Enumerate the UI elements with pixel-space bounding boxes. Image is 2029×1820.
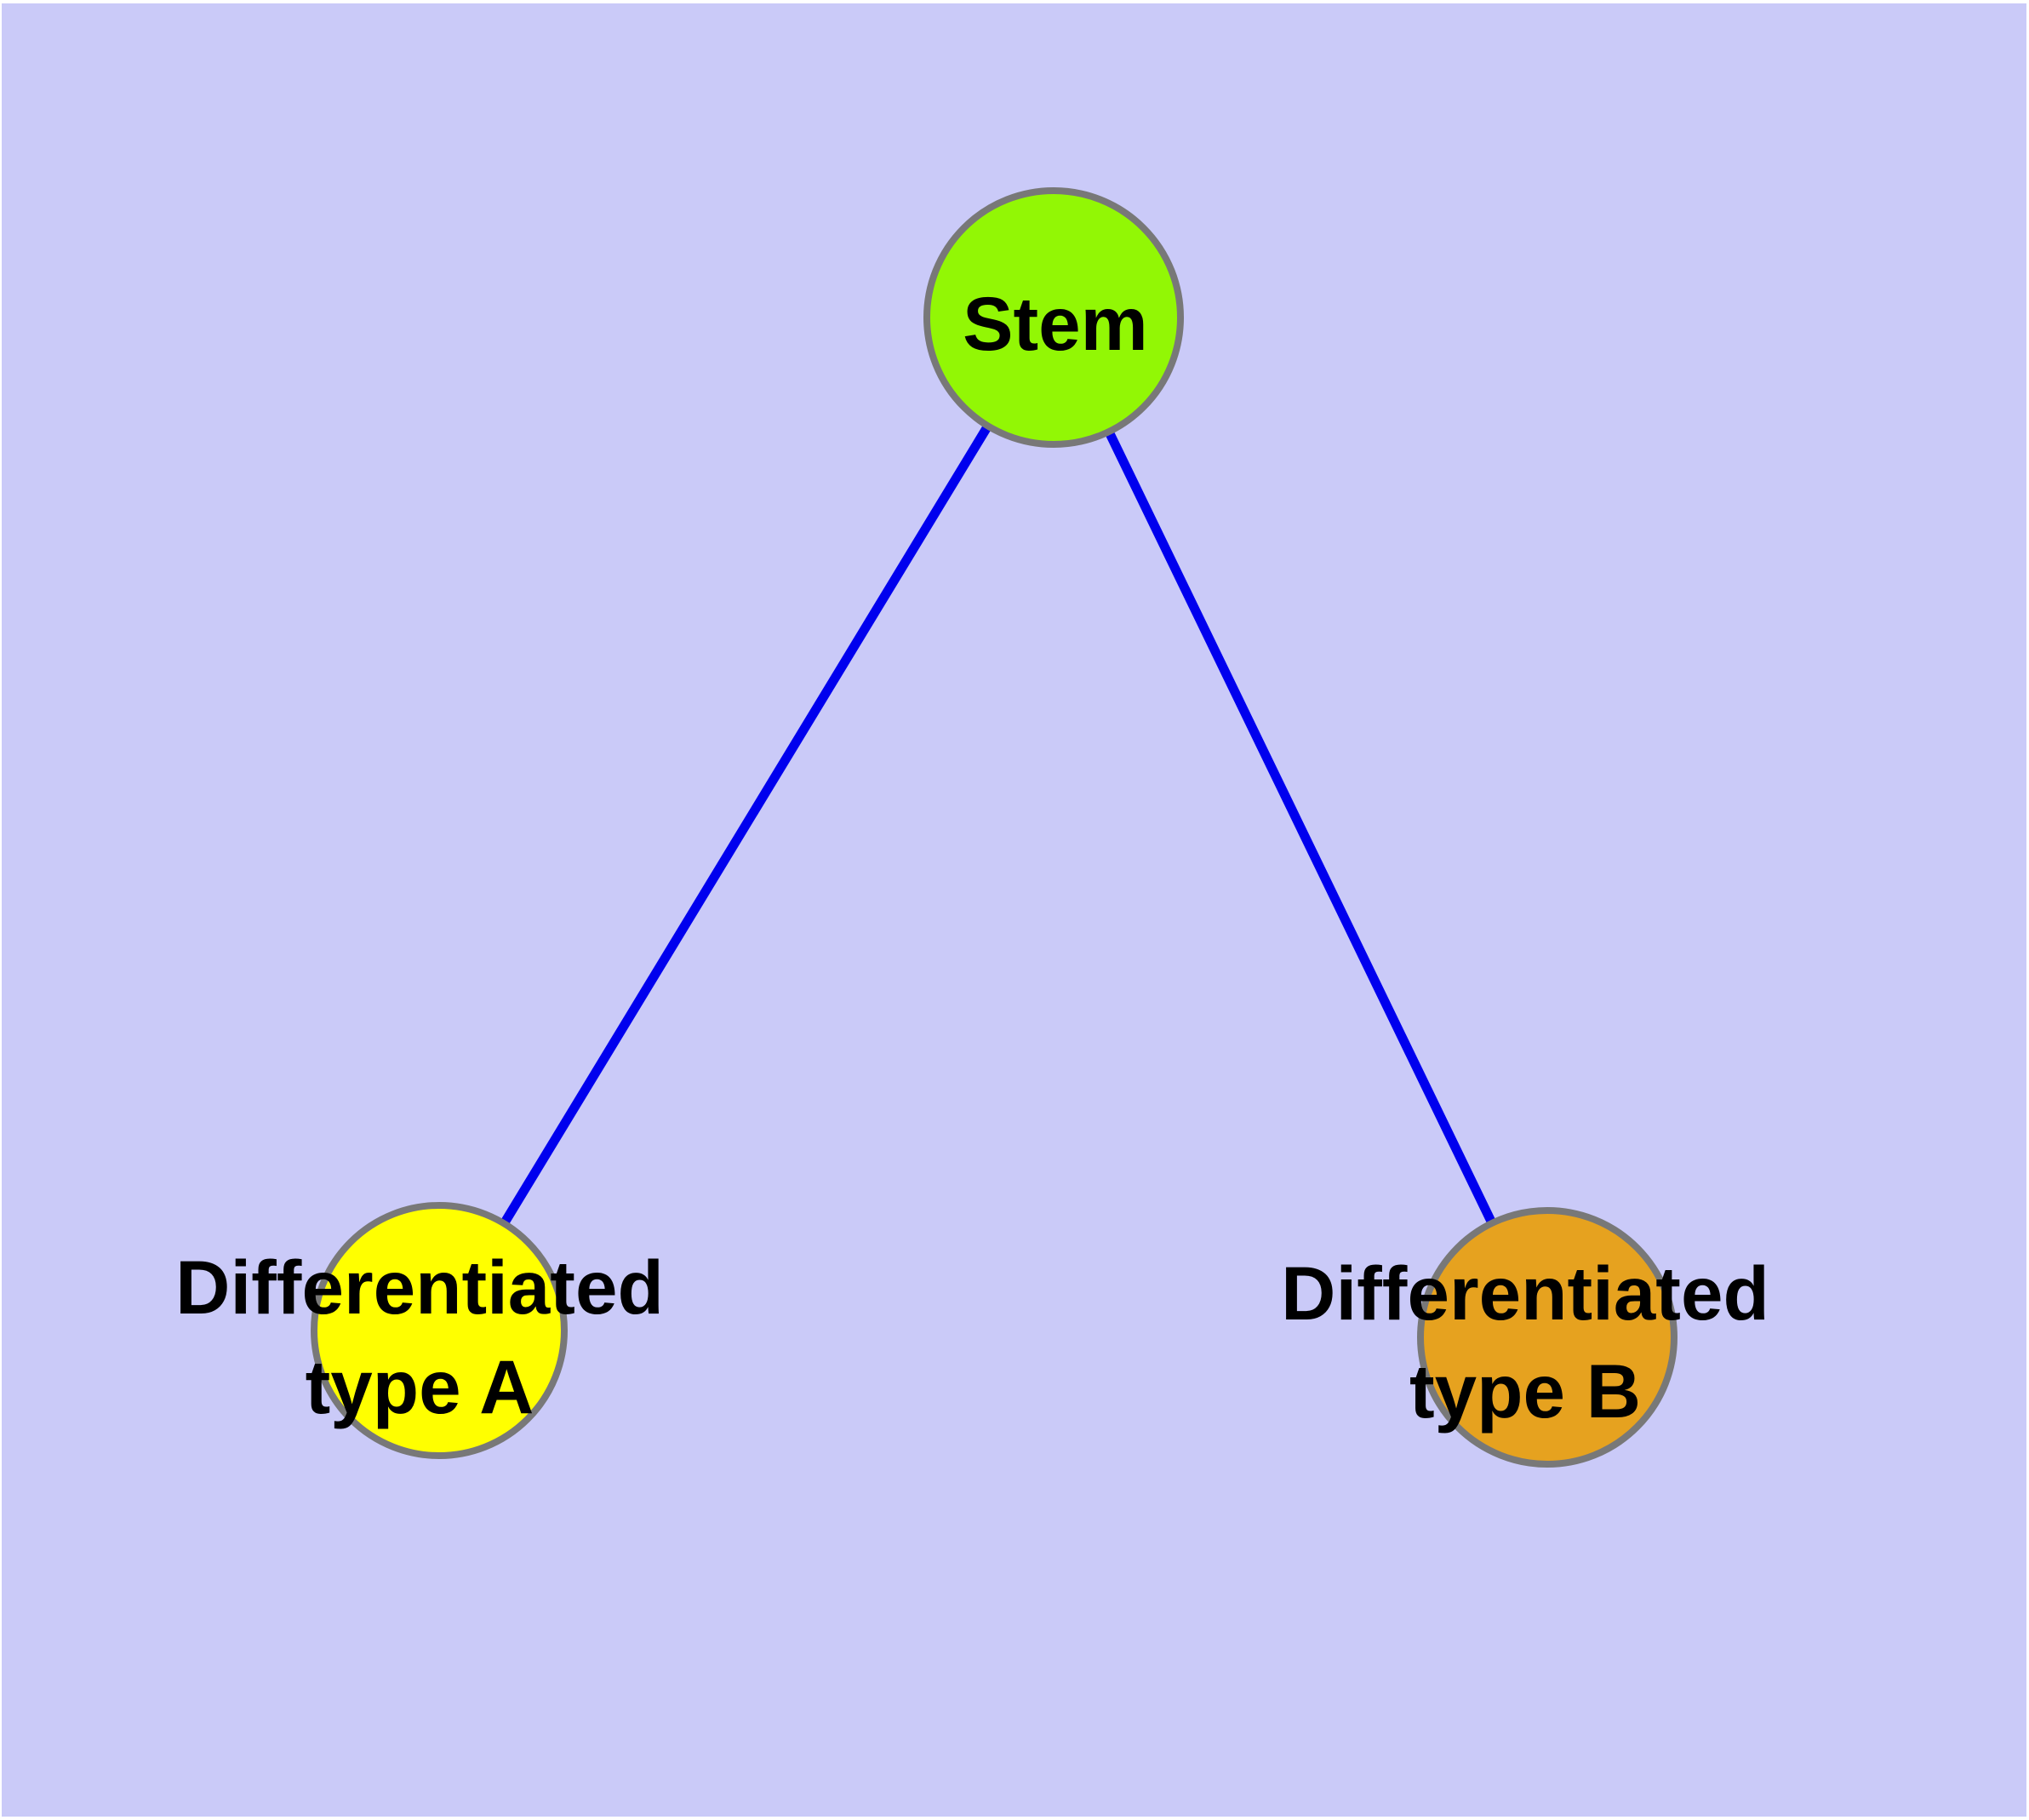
node-stem: [923, 187, 1184, 448]
edge-stem-to-type-a: [435, 315, 1058, 1333]
node-type-a-label-line1: Differentiated: [175, 1245, 664, 1330]
edge-stem-to-type-b: [1049, 315, 1552, 1340]
node-stem-label: Stem: [963, 281, 1148, 366]
node-differentiated-type-b: [1417, 1207, 1677, 1468]
node-type-b-label-line2: type B: [1409, 1348, 1641, 1434]
node-type-a-label-line2: type A: [306, 1344, 534, 1429]
node-type-b-label-line1: Differentiated: [1281, 1251, 1769, 1336]
node-differentiated-type-a: [311, 1202, 568, 1459]
